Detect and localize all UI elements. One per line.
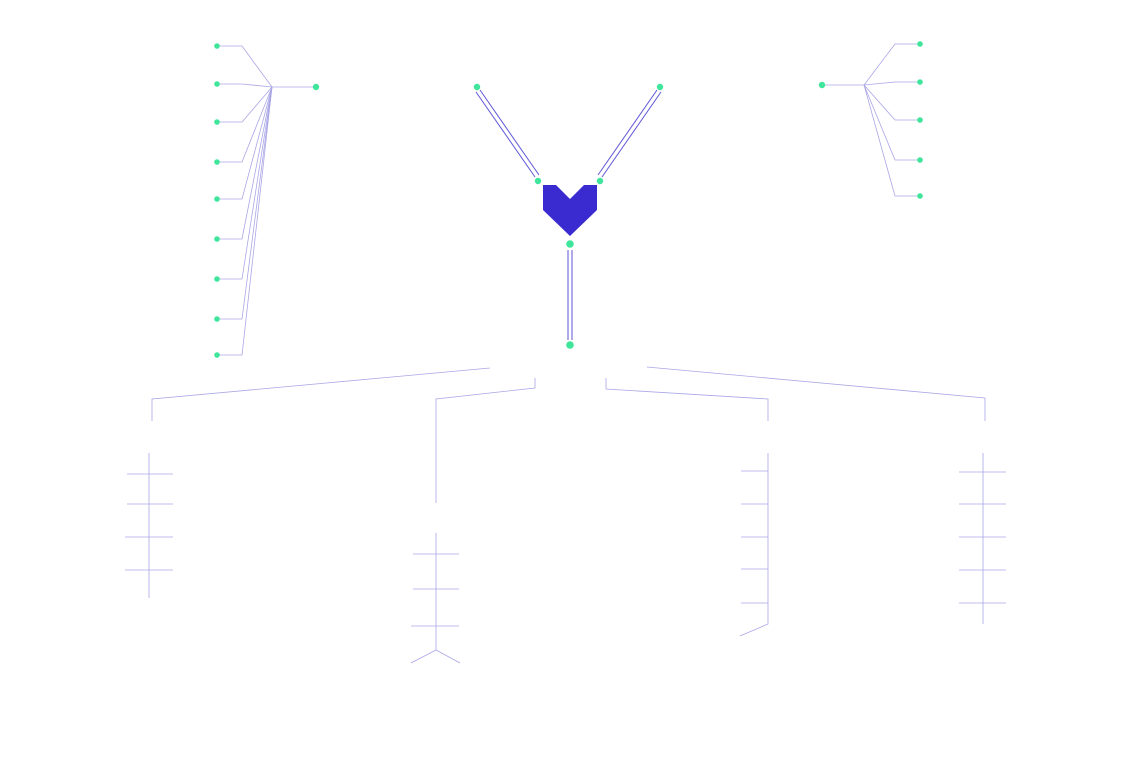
node-dot[interactable] [596, 177, 604, 185]
node-dot[interactable] [917, 193, 923, 199]
edge [479, 89, 540, 176]
heart-icon[interactable] [543, 185, 597, 236]
edge [601, 91, 662, 178]
leaf-column-4 [959, 453, 1006, 624]
edge [435, 378, 536, 503]
node-dot[interactable] [214, 159, 220, 165]
edge [605, 378, 769, 421]
edge [151, 367, 491, 421]
node-dot[interactable] [214, 316, 220, 322]
center-hub-group [473, 83, 664, 349]
node-dot[interactable] [656, 83, 664, 91]
node-dot[interactable] [214, 81, 220, 87]
edge [863, 84, 920, 197]
edge [217, 86, 273, 123]
node-dot[interactable] [473, 83, 481, 91]
left-fan-nodes [214, 43, 320, 358]
edge [217, 86, 273, 200]
node-dot[interactable] [917, 79, 923, 85]
node-dot[interactable] [214, 236, 220, 242]
leaf-column-3 [739, 453, 769, 637]
edge [410, 649, 437, 664]
edge [217, 83, 273, 88]
right-fan-cluster [818, 41, 923, 199]
edge [597, 89, 658, 176]
node-dot[interactable] [214, 196, 220, 202]
edge [863, 81, 920, 86]
node-dot[interactable] [534, 177, 542, 185]
node-dot[interactable] [214, 352, 220, 358]
edge [739, 453, 769, 637]
leaf-column-1 [125, 453, 173, 598]
left-fan-edges [217, 45, 315, 356]
right-fan-edges [822, 43, 920, 197]
hub-nodes [473, 83, 664, 349]
edge [863, 43, 920, 86]
node-dot[interactable] [917, 117, 923, 123]
right-fan-nodes [818, 41, 923, 199]
hub-edges [475, 89, 662, 340]
node-dot[interactable] [917, 157, 923, 163]
bottom-branches [151, 366, 986, 503]
edge [217, 86, 273, 240]
bottom-tree [125, 366, 1006, 664]
node-dot[interactable] [818, 81, 826, 89]
edge [217, 86, 273, 356]
node-dot[interactable] [917, 41, 923, 47]
edge [217, 86, 273, 320]
edge [863, 84, 920, 161]
edge [217, 86, 273, 280]
node-dot[interactable] [566, 240, 574, 248]
node-dot[interactable] [214, 276, 220, 282]
node-dot[interactable] [214, 119, 220, 125]
leaf-column-2 [410, 533, 461, 664]
edge [646, 366, 986, 421]
left-fan-cluster [214, 43, 320, 358]
edge [435, 649, 461, 664]
node-dot[interactable] [214, 43, 220, 49]
edge [217, 86, 273, 163]
edge [475, 91, 536, 178]
node-dot[interactable] [566, 341, 574, 349]
node-dot[interactable] [312, 83, 320, 91]
edge [217, 45, 273, 88]
edge [863, 84, 920, 121]
